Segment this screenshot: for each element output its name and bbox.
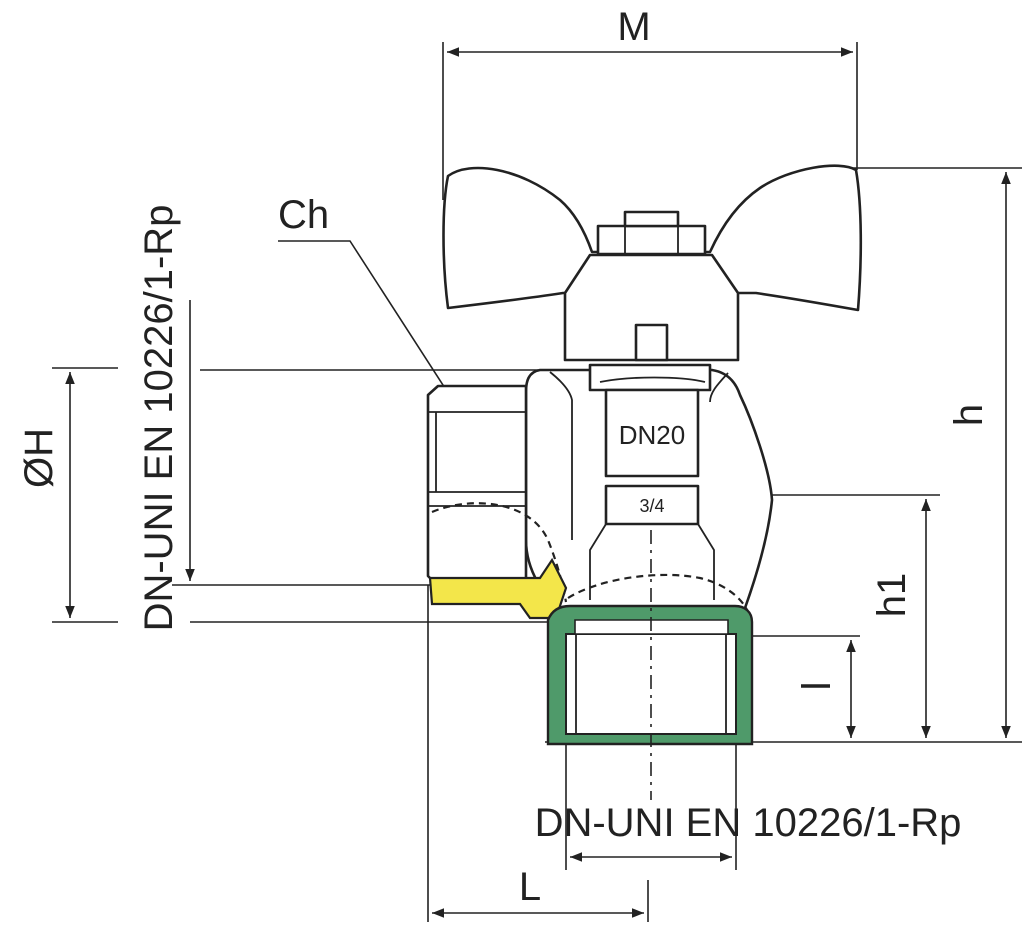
marking-dn20: DN20 [619, 420, 685, 450]
label-oH: ØH [17, 428, 61, 488]
marking-3-4: 3/4 [639, 496, 664, 516]
green-connector [546, 604, 754, 746]
label-M: M [617, 5, 650, 49]
dimension-L: L [427, 585, 649, 922]
dimension-thread-horizontal: DN-UNI EN 10226/1-Rp [535, 744, 962, 870]
dimension-M: M [442, 5, 858, 200]
dimension-h1: h1 [760, 494, 940, 738]
label-h1: h1 [870, 573, 914, 618]
label-Ch: Ch [278, 193, 329, 237]
valve-body: DN20 3/4 [426, 363, 774, 613]
label-l: l [795, 682, 839, 691]
dimension-thread-vertical: DN-UNI EN 10226/1-Rp [137, 205, 548, 632]
dimension-l: l [750, 635, 860, 738]
leader-Ch: Ch [278, 193, 457, 405]
dimension-oH: ØH [17, 367, 118, 623]
label-thread-vertical: DN-UNI EN 10226/1-Rp [137, 205, 181, 632]
label-thread-horizontal: DN-UNI EN 10226/1-Rp [535, 801, 962, 845]
label-h: h [947, 404, 991, 426]
label-L: L [519, 865, 541, 909]
butterfly-handle [442, 164, 863, 362]
dimension-h: h [830, 167, 1022, 738]
